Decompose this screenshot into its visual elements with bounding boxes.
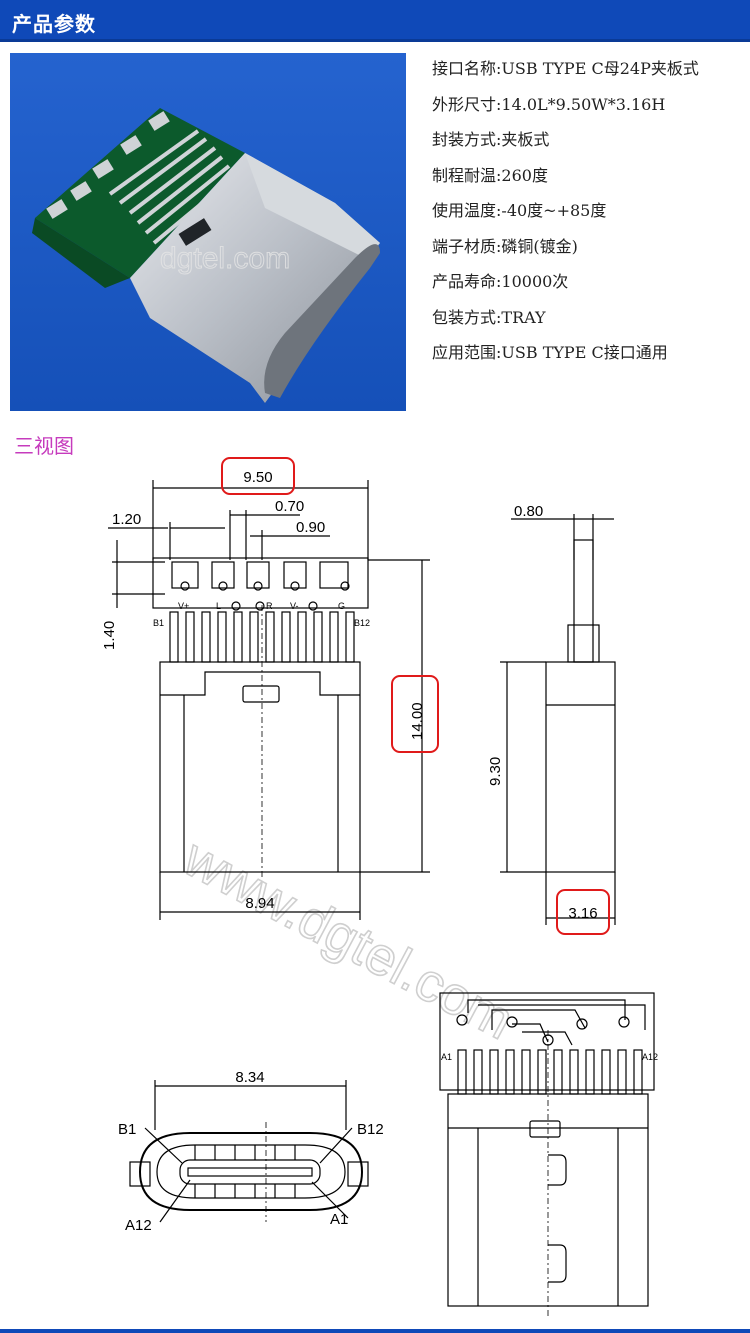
label-a12-end: A12 [125, 1217, 152, 1234]
dim-pitch: 0.70 [275, 498, 304, 515]
views-title: 三视图 [14, 434, 74, 458]
spec-row: 包装方式:TRAY [432, 307, 546, 327]
dim-body-length: 9.30 [487, 757, 504, 786]
product-illustration: dgtel.com [10, 53, 406, 411]
dim-body-width: 8.94 [245, 895, 274, 912]
spec-row: 使用温度:-40度~+85度 [432, 201, 607, 220]
bottom-view: A1 A12 [439, 992, 658, 1316]
pin-name: V- [290, 601, 299, 611]
pin-name: L [216, 601, 221, 611]
photo-watermark: dgtel.com [160, 242, 290, 275]
label-a12: A12 [642, 1052, 658, 1062]
spec-row: 封装方式:夹板式 [432, 130, 550, 149]
label-b1-end: B1 [118, 1121, 136, 1138]
end-view: 8.34 B1 B12 A12 A1 [118, 1069, 384, 1234]
dim-pad-height: 1.40 [101, 621, 118, 650]
pin-name: R [266, 601, 273, 611]
front-view: 9.50 0.70 0.90 1.20 1.40 V+ L R V- G B1 … [101, 457, 439, 920]
section-title: 产品参数 [12, 12, 96, 36]
pin-name: V+ [178, 601, 189, 611]
label-b12-end: B12 [357, 1121, 384, 1138]
dim-pitch2: 0.90 [296, 519, 325, 536]
label-a1: A1 [441, 1052, 452, 1062]
bottom-rule [0, 1329, 750, 1333]
spec-list: 接口名称:USB TYPE C母24P夹板式 外形尺寸:14.0L*9.50W*… [432, 55, 747, 375]
three-view-drawing: www.dgtel.com 9.50 0.70 0.90 1.20 1.40 V… [101, 457, 658, 1316]
dim-length: 14.00 [409, 702, 426, 740]
spec-row: 接口名称:USB TYPE C母24P夹板式 [432, 59, 699, 78]
dim-width-top: 9.50 [243, 469, 272, 486]
dim-shell-width: 8.34 [235, 1069, 264, 1086]
side-view: 0.80 9.30 3.16 [487, 503, 616, 935]
section-header: 产品参数 [0, 0, 750, 42]
spec-row: 产品寿命:10000次 [432, 272, 569, 291]
pin-name: G [338, 601, 345, 611]
spec-row: 制程耐温:260度 [432, 165, 548, 185]
dim-height: 3.16 [568, 905, 597, 922]
spec-row: 端子材质:磷铜(镀金) [432, 236, 578, 256]
product-photo: dgtel.com [10, 53, 406, 411]
label-b12: B12 [354, 618, 370, 628]
label-b1: B1 [153, 618, 164, 628]
drawing-watermark: www.dgtel.com [173, 827, 523, 1051]
spec-row: 外形尺寸:14.0L*9.50W*3.16H [432, 94, 666, 114]
label-a1-end: A1 [330, 1211, 348, 1228]
spec-row: 应用范围:USB TYPE C接口通用 [432, 343, 668, 362]
dim-left: 1.20 [112, 511, 141, 528]
dim-thickness: 0.80 [514, 503, 543, 520]
